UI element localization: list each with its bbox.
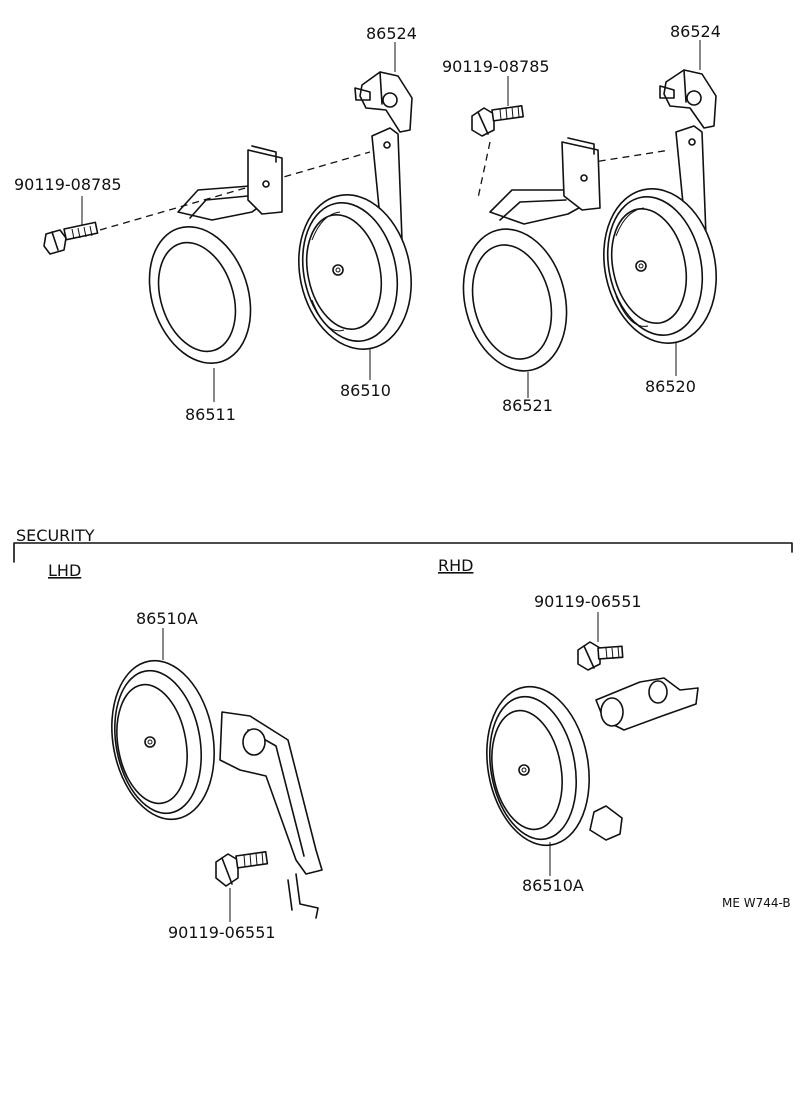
label-top-mid-bolt: 90119-08785 bbox=[442, 57, 550, 76]
label-figure-code: ME W744-B bbox=[722, 896, 791, 910]
label-86524-left: 86524 bbox=[366, 24, 417, 43]
label-lhd-bolt: 90119-06551 bbox=[168, 923, 276, 942]
bracket-icon-86524-left bbox=[354, 71, 413, 133]
horn-86510A-lhd bbox=[111, 659, 323, 919]
label-86511: 86511 bbox=[185, 405, 236, 424]
bracket-icon-86524-right bbox=[659, 69, 717, 129]
label-lhd-horn: 86510A bbox=[136, 609, 198, 628]
horn-86520 bbox=[603, 125, 717, 344]
bolt-icon-rhd bbox=[577, 641, 624, 671]
horn-86511 bbox=[148, 145, 283, 365]
label-rhd-bolt: 90119-06551 bbox=[534, 592, 642, 611]
security-bracket-line bbox=[13, 542, 793, 563]
bolt-icon-top-mid bbox=[471, 105, 525, 137]
label-rhd: RHD bbox=[438, 556, 473, 575]
horn-86510A-rhd bbox=[486, 677, 699, 847]
label-top-left-bolt: 90119-08785 bbox=[14, 175, 122, 194]
label-86521: 86521 bbox=[502, 396, 553, 415]
label-86524-right: 86524 bbox=[670, 22, 721, 41]
label-86520: 86520 bbox=[645, 377, 696, 396]
guide-line-left bbox=[99, 151, 371, 231]
horn-86510 bbox=[298, 127, 412, 350]
label-security: SECURITY bbox=[16, 526, 95, 545]
bolt-icon-top-left bbox=[43, 221, 99, 255]
label-86510: 86510 bbox=[340, 381, 391, 400]
label-lhd: LHD bbox=[48, 561, 81, 580]
label-rhd-horn: 86510A bbox=[522, 876, 584, 895]
horn-86521 bbox=[462, 137, 601, 372]
bolt-icon-lhd bbox=[215, 851, 269, 887]
guide-line-mid bbox=[477, 141, 491, 199]
